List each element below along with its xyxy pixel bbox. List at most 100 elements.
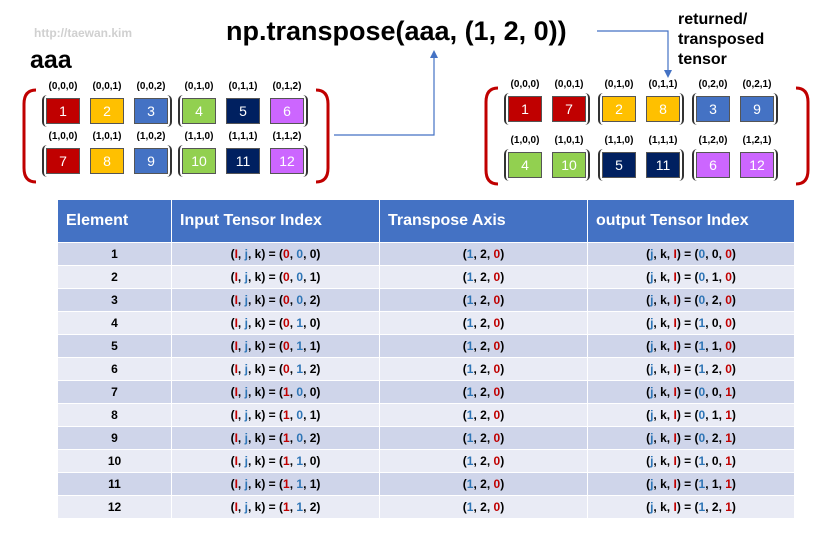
transpose-axis-cell: (1, 2, 0) [379,311,588,335]
table-row: 2(I, j, k) = (0, 0, 1)(1, 2, 0)(j, k, I)… [57,265,795,289]
header-input-index: Input Tensor Index [171,199,380,243]
element-cell: 9 [57,426,172,450]
input-cell: 2 [90,98,124,124]
index-tuple: (1, 1, 0) [694,339,736,353]
transpose-axis-cell: (1, 2, 0) [379,426,588,450]
output-inner-bracket [692,149,778,181]
input-cell: 7 [46,148,80,174]
input-tensor-label: aaa [30,46,72,74]
output-cell: 5 [602,152,636,178]
output-cell: 8 [646,96,680,122]
input-to-code-arrow [334,58,435,136]
index-tuple: (1, 2, 0) [462,477,505,491]
input-index-cell: (I, j, k) = (0, 0, 0) [171,242,380,266]
index-tuple: (0, 0, 1) [694,385,736,399]
index-vars: (j, k, I) [646,385,681,399]
index-tuple: (1, 0, 0) [279,385,321,399]
index-vars: (j, k, I) [646,454,681,468]
output-index-cell: (j, k, I) = (1, 0, 0) [587,311,795,335]
returned-label-line-1: returned/ [678,11,748,28]
tensor-diagram-lines [22,30,810,186]
output-index-label: (0,1,0) [604,79,634,90]
input-index-cell: (I, j, k) = (1, 1, 1) [171,472,380,496]
input-index-label: (0,1,2) [272,81,302,92]
index-tuple: (1, 1, 2) [279,500,321,514]
index-tuple: (1, 2, 0) [462,362,505,376]
index-vars: (I, j, k) [230,408,266,422]
output-inner-bracket [598,93,684,125]
input-index-label: (1,1,1) [228,131,258,142]
input-outer-bracket-right [315,88,330,184]
table-row: 11(I, j, k) = (1, 1, 1)(1, 2, 0)(j, k, I… [57,472,795,496]
index-vars: (j, k, I) [646,477,681,491]
input-index-label: (1,1,0) [184,131,214,142]
output-index-label: (0,2,0) [698,79,728,90]
output-index-label: (1,2,0) [698,135,728,146]
index-tuple: (0, 0, 1) [279,270,321,284]
index-vars: (I, j, k) [230,339,266,353]
index-vars: (I, j, k) [230,316,266,330]
input-inner-bracket [42,145,172,177]
index-tuple: (1, 2, 0) [462,339,505,353]
index-vars: (I, j, k) [230,454,266,468]
input-index-label: (1,1,2) [272,131,302,142]
input-index-cell: (I, j, k) = (0, 0, 1) [171,265,380,289]
index-tuple: (0, 2, 1) [694,431,736,445]
output-cell: 12 [740,152,774,178]
index-tuple: (1, 1, 1) [694,477,736,491]
input-index-label: (0,1,1) [228,81,258,92]
output-index-cell: (j, k, I) = (1, 0, 1) [587,449,795,473]
input-cell: 8 [90,148,124,174]
input-inner-bracket [178,145,308,177]
table-row: 5(I, j, k) = (0, 1, 1)(1, 2, 0)(j, k, I)… [57,334,795,358]
input-index-label: (0,1,0) [184,81,214,92]
output-inner-bracket [504,149,590,181]
index-tuple: (1, 1, 1) [279,477,321,491]
index-vars: (j, k, I) [646,408,681,422]
returned-label-line-2: transposed [678,31,765,48]
input-index-cell: (I, j, k) = (1, 0, 2) [171,426,380,450]
output-cell: 7 [552,96,586,122]
transpose-table: Element Input Tensor Index Transpose Axi… [57,199,795,519]
table-row: 8(I, j, k) = (1, 0, 1)(1, 2, 0)(j, k, I)… [57,403,795,427]
table-row: 12(I, j, k) = (1, 1, 2)(1, 2, 0)(j, k, I… [57,495,795,519]
index-tuple: (1, 2, 0) [462,500,505,514]
output-index-label: (1,1,0) [604,135,634,146]
transpose-axis-cell: (1, 2, 0) [379,334,588,358]
index-tuple: (0, 0, 2) [279,293,321,307]
input-cell: 6 [270,98,304,124]
input-inner-bracket [178,95,308,127]
element-cell: 8 [57,403,172,427]
output-index-label: (1,0,1) [554,135,584,146]
index-tuple: (1, 2, 0) [462,293,505,307]
index-vars: (I, j, k) [230,500,266,514]
index-tuple: (0, 1, 0) [694,270,736,284]
input-index-cell: (I, j, k) = (0, 0, 2) [171,288,380,312]
index-tuple: (0, 1, 0) [279,316,321,330]
output-index-label: (0,1,1) [648,79,678,90]
input-index-cell: (I, j, k) = (1, 0, 1) [171,403,380,427]
input-to-code-arrowhead [430,50,438,58]
input-cell: 4 [182,98,216,124]
output-outer-bracket-left [484,86,499,186]
index-tuple: (1, 2, 0) [694,362,736,376]
header-element: Element [57,199,172,243]
table-header-row: Element Input Tensor Index Transpose Axi… [57,199,795,243]
output-cell: 10 [552,152,586,178]
output-index-cell: (j, k, I) = (1, 2, 0) [587,357,795,381]
index-tuple: (0, 0, 0) [694,247,736,261]
output-index-cell: (j, k, I) = (0, 2, 1) [587,426,795,450]
index-vars: (I, j, k) [230,477,266,491]
index-vars: (j, k, I) [646,247,681,261]
table-row: 9(I, j, k) = (1, 0, 2)(1, 2, 0)(j, k, I)… [57,426,795,450]
element-cell: 12 [57,495,172,519]
index-tuple: (0, 2, 0) [694,293,736,307]
input-cell: 1 [46,98,80,124]
code-to-output-arrow [597,30,669,70]
input-cell: 9 [134,148,168,174]
input-cell: 3 [134,98,168,124]
table-row: 10(I, j, k) = (1, 1, 0)(1, 2, 0)(j, k, I… [57,449,795,473]
transpose-axis-cell: (1, 2, 0) [379,265,588,289]
input-cell: 10 [182,148,216,174]
index-tuple: (0, 1, 1) [694,408,736,422]
